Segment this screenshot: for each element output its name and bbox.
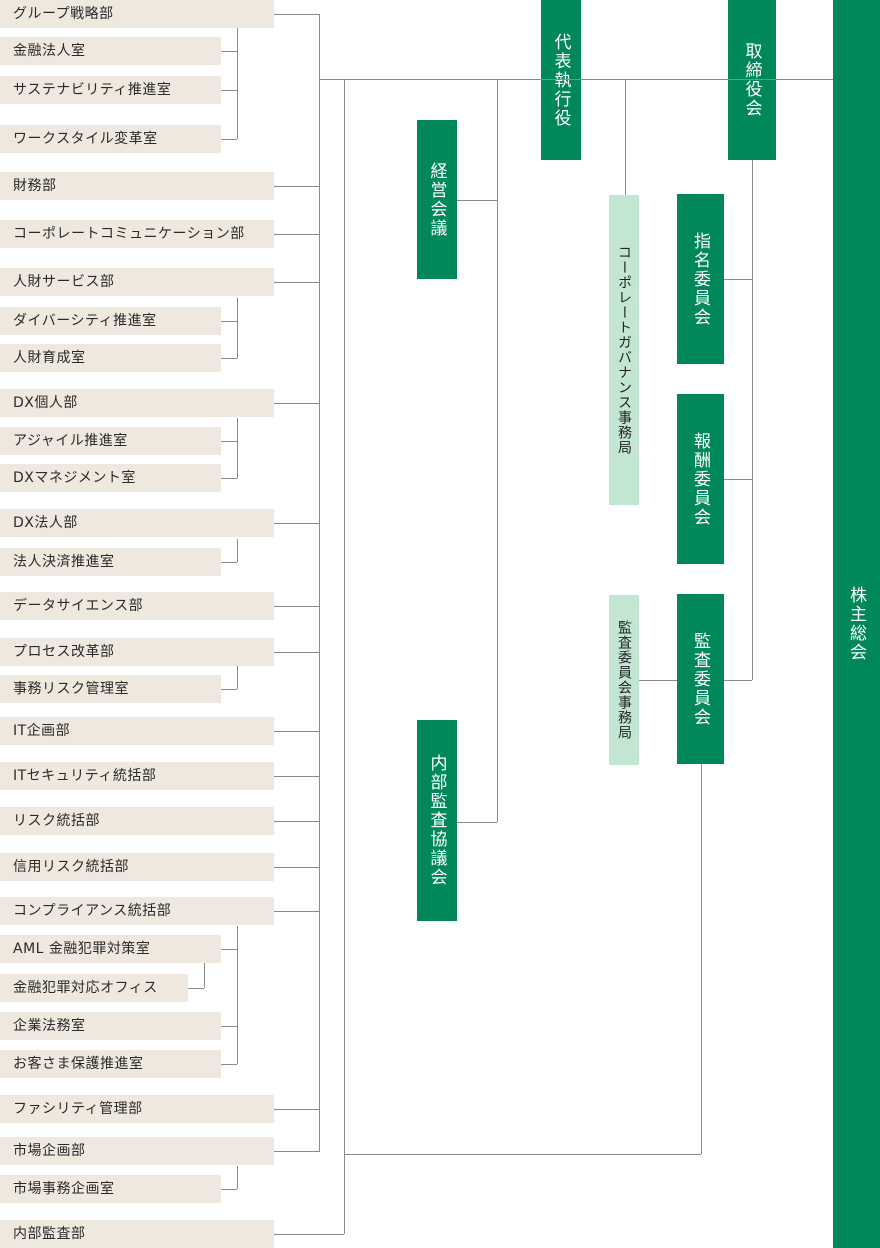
connector-line — [274, 606, 319, 607]
connector-line — [274, 14, 319, 15]
department-box: DX個人部 — [0, 389, 274, 417]
connector-line — [221, 90, 237, 91]
connector-line — [221, 1026, 237, 1027]
department-box: 市場事務企画室 — [0, 1175, 221, 1203]
connector-line — [639, 680, 677, 681]
connector-line — [274, 1151, 319, 1152]
department-box: 財務部 — [0, 172, 274, 200]
connector-line — [274, 911, 319, 912]
connector-line — [237, 298, 238, 321]
ceo-box: 代表執行役 — [541, 0, 581, 160]
connector-line — [497, 79, 498, 822]
connector-line — [237, 1026, 238, 1064]
connector-line — [237, 321, 238, 358]
department-box: リスク統括部 — [0, 807, 274, 835]
department-box: DXマネジメント室 — [0, 464, 221, 492]
connector-line — [221, 1189, 237, 1190]
department-box: 金融法人室 — [0, 37, 221, 65]
connector-line — [204, 963, 205, 988]
department-box: 企業法務室 — [0, 1012, 221, 1040]
department-box: 内部監査部 — [0, 1220, 274, 1248]
audit-committee-box: 監査委員会 — [677, 594, 724, 764]
connector-line — [344, 1154, 701, 1155]
connector-line — [457, 200, 497, 201]
department-box: AML 金融犯罪対策室 — [0, 935, 221, 963]
connector-line — [701, 764, 702, 1154]
connector-line — [274, 731, 319, 732]
department-box: 市場企画部 — [0, 1137, 274, 1165]
department-box: 人財育成室 — [0, 344, 221, 372]
connector-line — [274, 523, 319, 524]
department-box: お客さま保護推進室 — [0, 1050, 221, 1078]
connector-line — [457, 822, 497, 823]
connector-line — [221, 358, 237, 359]
connector-line — [221, 441, 237, 442]
connector-line — [237, 28, 238, 51]
board-box: 取締役会 — [728, 0, 776, 160]
connector-line — [221, 321, 237, 322]
connector-line — [237, 949, 238, 1026]
shareholders-meeting-box: 株主総会 — [833, 0, 880, 1248]
department-box: 信用リスク統括部 — [0, 853, 274, 881]
department-box: ダイバーシティ推進室 — [0, 307, 221, 335]
department-box: 人財サービス部 — [0, 268, 274, 296]
connector-line — [274, 282, 319, 283]
department-box: コンプライアンス統括部 — [0, 897, 274, 925]
audit-committee-office-box: 監査委員会事務局 — [609, 595, 639, 765]
nomination-committee-box: 指名委員会 — [677, 194, 724, 364]
department-box: 金融犯罪対応オフィス — [0, 974, 188, 1002]
department-box: ファシリティ管理部 — [0, 1095, 274, 1123]
department-box: 事務リスク管理室 — [0, 675, 221, 703]
connector-line — [724, 279, 752, 280]
department-box: グループ戦略部 — [0, 0, 274, 28]
corporate-governance-office-box: コーポレートガバナンス事務局 — [609, 195, 639, 505]
connector-line — [724, 680, 752, 681]
connector-line — [237, 90, 238, 139]
department-box: 法人決済推進室 — [0, 548, 221, 576]
connector-line — [274, 186, 319, 187]
department-box: アジャイル推進室 — [0, 427, 221, 455]
connector-line — [221, 1064, 237, 1065]
connector-line — [274, 776, 319, 777]
compensation-committee-box: 報酬委員会 — [677, 394, 724, 564]
management-meeting-box: 経営会議 — [417, 120, 457, 279]
department-box: DX法人部 — [0, 509, 274, 537]
connector-line — [237, 666, 238, 689]
connector-line — [237, 418, 238, 441]
department-box: コーポレートコミュニケーション部 — [0, 220, 274, 248]
connector-line — [752, 160, 753, 680]
connector-line — [237, 51, 238, 90]
department-box: データサイエンス部 — [0, 592, 274, 620]
connector-line — [274, 821, 319, 822]
connector-line — [319, 14, 320, 1152]
connector-line — [274, 403, 319, 404]
connector-line — [188, 988, 204, 989]
connector-line — [274, 1234, 344, 1235]
connector-line — [274, 652, 319, 653]
internal-audit-council-box: 内部監査協議会 — [417, 720, 457, 921]
connector-line — [221, 51, 237, 52]
connector-line — [274, 867, 319, 868]
department-box: IT企画部 — [0, 717, 274, 745]
connector-line — [724, 479, 752, 480]
connector-line — [221, 478, 237, 479]
connector-line — [237, 926, 238, 949]
connector-line — [274, 234, 319, 235]
connector-line — [319, 79, 833, 80]
connector-line — [221, 139, 237, 140]
department-box: サステナビリティ推進室 — [0, 76, 221, 104]
department-box: ワークスタイル変革室 — [0, 125, 221, 153]
connector-line — [237, 539, 238, 562]
department-box: ITセキュリティ統括部 — [0, 762, 274, 790]
connector-line — [221, 562, 237, 563]
connector-line — [274, 1109, 319, 1110]
connector-line — [237, 1166, 238, 1189]
connector-line — [344, 79, 345, 1234]
connector-line — [237, 441, 238, 478]
connector-line — [221, 689, 237, 690]
connector-line — [221, 949, 237, 950]
department-box: プロセス改革部 — [0, 638, 274, 666]
connector-line — [625, 79, 626, 195]
